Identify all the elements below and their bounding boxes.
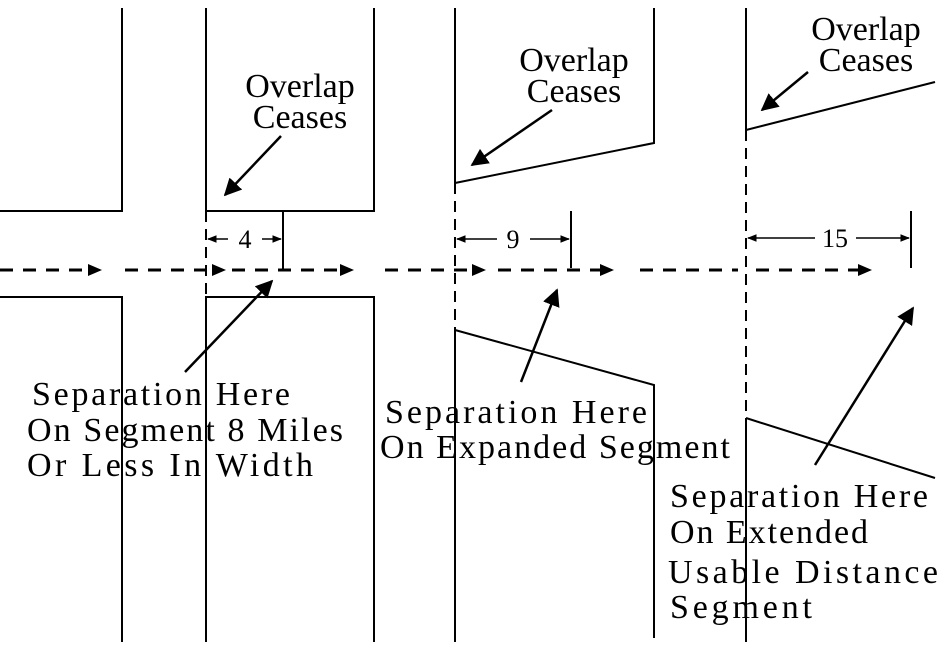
overlap-ceases-callout-expanded: Overlap Ceases: [470, 42, 629, 167]
expanded-route-upper-boundary: [454, 8, 655, 184]
separation-narrow-line2: On Segment 8 Miles: [27, 412, 343, 449]
overlap-pointer-arrow: [470, 108, 553, 167]
overlap-label-line1: Overlap: [811, 11, 921, 48]
overlap-label-line2: Ceases: [253, 99, 347, 136]
centerline-arrowhead: [88, 264, 102, 276]
separation-expanded-line1: Separation Here: [385, 394, 647, 431]
overlap-label-line2: Ceases: [527, 73, 621, 110]
separation-extended-line1: Separation Here: [670, 478, 928, 515]
centerline-arrowhead: [340, 264, 354, 276]
overlap-ceases-callout-extended: Overlap Ceases: [760, 11, 921, 112]
overlap-label-line1: Overlap: [245, 68, 355, 105]
overlap-pointer-arrow: [223, 135, 282, 197]
separation-pointer-arrow: [813, 306, 915, 466]
separation-callout-extended: Separation Here On Extended Usable Dista…: [668, 306, 938, 626]
separation-pointer-arrow: [184, 279, 274, 373]
dim-15-label: 15: [822, 224, 848, 253]
route-centerline: [0, 264, 872, 276]
left-route-lower-boundary: [0, 296, 123, 642]
centerline-arrowhead: [212, 264, 226, 276]
overlap-label-line1: Overlap: [519, 42, 629, 79]
narrow-route-upper-boundary: [205, 8, 375, 212]
separation-extended-line2: On Extended: [670, 514, 868, 551]
centerline-arrowhead: [472, 264, 486, 276]
route-boundaries: [0, 8, 936, 642]
extended-route-lower-boundary: [745, 417, 936, 479]
extended-route-upper-boundary: [745, 81, 936, 131]
narrow-route-lower-boundary: [205, 296, 375, 642]
overlap-pointer-arrow: [760, 71, 809, 112]
dim-4-label: 4: [239, 225, 252, 254]
separation-narrow-line1: Separation Here: [32, 376, 290, 413]
expanded-route-lower-boundary: [454, 329, 655, 638]
dim-9-label: 9: [507, 225, 520, 254]
separation-callout-narrow: Separation Here On Segment 8 Miles Or Le…: [27, 279, 343, 484]
left-route-upper-boundary: [0, 8, 123, 212]
centerline-arrowhead: [600, 264, 614, 276]
separation-narrow-line3: Or Less In Width: [27, 447, 313, 484]
dimension-4: 4: [207, 225, 282, 254]
centerline-arrowhead: [858, 264, 872, 276]
separation-pointer-arrow: [519, 288, 560, 383]
dimension-15: 15: [747, 224, 910, 253]
separation-expanded-line2: On Expanded Segment: [380, 429, 731, 466]
overlap-ceases-callout-narrow: Overlap Ceases: [223, 68, 355, 197]
dimension-9: 9: [456, 225, 570, 254]
overlap-label-line2: Ceases: [819, 42, 913, 79]
separation-extended-line3: Usable Distance: [668, 554, 938, 591]
separation-callout-expanded: Separation Here On Expanded Segment: [380, 288, 731, 466]
separation-extended-line4: Segment: [670, 589, 813, 626]
